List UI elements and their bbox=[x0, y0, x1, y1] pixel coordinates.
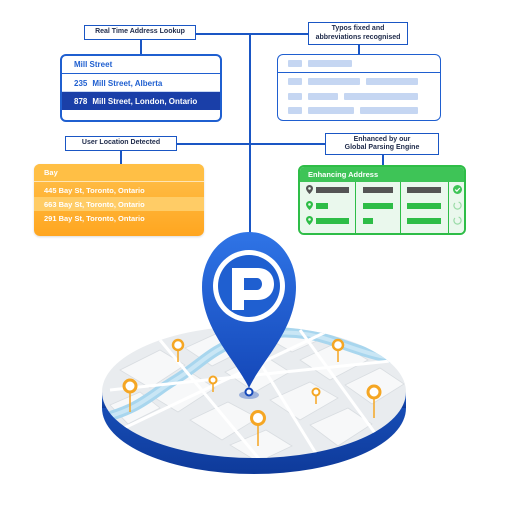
map-marker-icon bbox=[122, 378, 138, 412]
placeholder-bar bbox=[308, 78, 360, 85]
placeholder-bar bbox=[308, 60, 352, 67]
map-markers bbox=[122, 338, 382, 446]
connector-enhanced-drop bbox=[382, 155, 384, 165]
placeholder-bar bbox=[288, 107, 302, 114]
location-input[interactable]: Bay bbox=[34, 164, 204, 182]
lookup-input[interactable]: Mill Street bbox=[62, 56, 220, 74]
check-circle-icon bbox=[453, 185, 462, 194]
label-real-time-lookup: Real Time Address Lookup bbox=[84, 25, 196, 40]
connector-trunk bbox=[249, 33, 251, 238]
connector-mid-horizontal bbox=[125, 143, 377, 145]
map-marker-icon bbox=[331, 338, 345, 362]
placeholder-bar bbox=[316, 187, 349, 193]
placeholder-bar bbox=[344, 93, 418, 100]
location-result-1[interactable]: 445 Bay St, Toronto, Ontario bbox=[44, 185, 145, 195]
placeholder-bar bbox=[363, 203, 393, 209]
column-divider bbox=[400, 182, 401, 233]
map-pin-icon bbox=[306, 185, 313, 194]
p-logo-icon bbox=[232, 268, 274, 310]
connector-lookup-drop bbox=[140, 40, 142, 54]
placeholder-bar bbox=[363, 187, 393, 193]
placeholder-bar bbox=[363, 218, 373, 224]
placeholder-bar bbox=[366, 78, 418, 85]
placeholder-bar bbox=[407, 203, 441, 209]
connector-typos-drop bbox=[358, 45, 360, 54]
map-marker-icon bbox=[171, 338, 185, 362]
brand-pin-icon bbox=[202, 232, 296, 399]
placeholder-bar bbox=[316, 203, 328, 209]
placeholder-bar bbox=[308, 93, 338, 100]
placeholder-bar bbox=[360, 107, 418, 114]
location-card: Bay 445 Bay St, Toronto, Ontario 663 Bay… bbox=[34, 164, 204, 236]
location-result-3[interactable]: 291 Bay St, Toronto, Ontario bbox=[44, 213, 145, 223]
typos-input-row bbox=[278, 55, 440, 73]
connector-top-horizontal bbox=[155, 33, 362, 35]
enhancing-header: Enhancing Address bbox=[300, 167, 464, 182]
placeholder-bar bbox=[407, 218, 441, 224]
placeholder-bar bbox=[316, 218, 349, 224]
placeholder-bar bbox=[288, 60, 302, 67]
map-pin-icon bbox=[306, 216, 313, 225]
location-result-2[interactable]: 663 Bay St, Toronto, Ontario bbox=[34, 197, 204, 211]
map-marker-icon bbox=[366, 384, 382, 418]
typos-card bbox=[277, 54, 441, 121]
placeholder-bar bbox=[308, 107, 354, 114]
label-user-location: User Location Detected bbox=[65, 136, 177, 151]
column-divider bbox=[448, 182, 449, 233]
map-marker-icon bbox=[311, 387, 321, 404]
enhancing-card: Enhancing Address bbox=[298, 165, 466, 235]
placeholder-bar bbox=[288, 78, 302, 85]
map-marker-icon bbox=[250, 410, 266, 446]
column-divider bbox=[355, 182, 356, 233]
map-pin-icon bbox=[306, 201, 313, 210]
placeholder-bar bbox=[407, 187, 441, 193]
map-marker-icon bbox=[208, 375, 218, 392]
placeholder-bar bbox=[288, 93, 302, 100]
pending-circle-icon bbox=[453, 201, 462, 210]
pending-circle-icon bbox=[453, 216, 462, 225]
connector-location-drop bbox=[120, 151, 122, 164]
